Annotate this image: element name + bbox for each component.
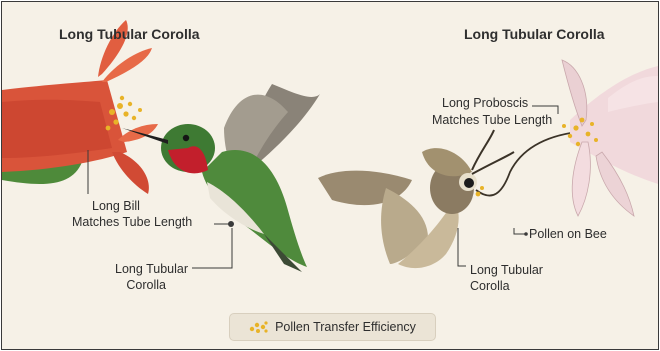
hummingbird-body	[202, 150, 307, 267]
red-tubular-flower	[2, 20, 158, 194]
heading-left: Long Tubular Corolla	[59, 26, 200, 42]
legend-pill: Pollen Transfer Efficiency	[229, 313, 436, 341]
label-long-bill: Long Bill	[92, 198, 140, 214]
moth-antenna	[472, 152, 514, 174]
pollen-dots-icon	[249, 320, 269, 334]
heading-right: Long Tubular Corolla	[464, 26, 605, 42]
hummingbird	[122, 84, 320, 272]
label-hummingbird-corolla-2: Corolla	[88, 277, 166, 293]
label-pollen-on-bee: Pollen on Bee	[529, 226, 607, 242]
hummingbird-eye	[183, 135, 189, 141]
leader-lines	[88, 106, 558, 268]
leader-dot	[228, 221, 234, 227]
label-moth-corolla-2: Corolla	[470, 278, 510, 294]
petal	[572, 142, 590, 216]
legend-label: Pollen Transfer Efficiency	[275, 320, 416, 334]
moth-eye	[464, 178, 474, 188]
petal	[112, 152, 149, 194]
pink-tubular-flower	[562, 60, 658, 216]
hawk-moth	[318, 130, 577, 268]
leader-hummingbird-corolla	[192, 228, 232, 268]
leader-pollen-on-bee	[514, 228, 526, 234]
label-long-proboscis: Long Proboscis	[442, 95, 528, 111]
label-bill-matches: Matches Tube Length	[72, 214, 192, 230]
leader-moth-corolla	[458, 228, 466, 266]
label-moth-corolla-1: Long Tubular	[470, 262, 543, 278]
label-hummingbird-corolla-1: Long Tubular	[88, 261, 188, 277]
leader-dot	[524, 232, 528, 236]
label-proboscis-matches: Matches Tube Length	[432, 112, 552, 128]
